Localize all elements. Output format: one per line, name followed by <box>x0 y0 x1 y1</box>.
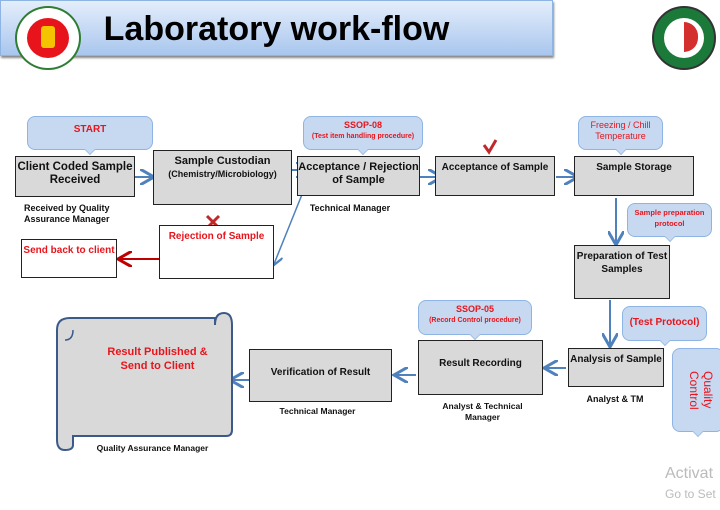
box-analysis: Analysis of Sample <box>568 348 664 387</box>
page-title: Laboratory work-flow <box>0 0 553 56</box>
box-send-back: Send back to client <box>21 239 117 278</box>
watermark-line1: Activat <box>665 465 714 482</box>
box-preparation: Preparation of Test Samples <box>574 245 670 299</box>
label-recording: Analyst & Technical Manager <box>442 401 523 422</box>
custodian-title: Sample Custodian <box>174 155 271 167</box>
label-client: Received by Quality Assurance Manager <box>24 203 110 224</box>
quality-control-text: Quality Control <box>687 370 715 410</box>
callout-freezing: Freezing / Chill Temperature <box>578 116 663 150</box>
label-published: Quality Assurance Manager <box>96 443 209 453</box>
arrow <box>274 191 304 264</box>
check-icon <box>482 139 498 155</box>
ssop05-sub: (Record Control procedure) <box>429 317 521 324</box>
right-logo <box>652 6 716 70</box>
box-sample-custodian: Sample Custodian (Chemistry/Microbiology) <box>153 150 292 205</box>
callout-prep-protocol: Sample preparation protocol <box>627 203 712 237</box>
callout-ssop08: SSOP-08 (Test item handling procedure) <box>303 116 423 150</box>
callout-test-protocol: (Test Protocol) <box>622 306 707 341</box>
box-rejection: Rejection of Sample <box>159 225 274 279</box>
watermark-line2: Go to Set <box>665 487 716 501</box>
callout-start: START <box>27 116 153 150</box>
ssop08-sub: (Test item handling procedure) <box>311 133 415 140</box>
box-result-recording: Result Recording <box>418 340 543 395</box>
ssop05-title: SSOP-05 <box>455 304 495 314</box>
box-client-coded-sample: Client Coded Sample Received <box>15 156 135 197</box>
callout-quality-control: Quality Control <box>672 348 720 432</box>
ssop08-title: SSOP-08 <box>343 120 383 130</box>
box-verification: Verification of Result <box>249 349 392 402</box>
box-acceptance: Acceptance of Sample <box>435 156 555 196</box>
left-logo <box>15 6 81 70</box>
label-accept-reject: Technical Manager <box>309 203 391 213</box>
custodian-sub: (Chemistry/Microbiology) <box>168 169 277 179</box>
box-acceptance-rejection: Acceptance / Rejection of Sample <box>297 156 420 196</box>
label-verification: Technical Manager <box>279 406 356 416</box>
activation-watermark: Activat Go to Set <box>665 464 716 504</box>
callout-ssop05: SSOP-05 (Record Control procedure) <box>418 300 532 335</box>
scroll-shape <box>56 311 233 452</box>
box-sample-storage: Sample Storage <box>574 156 694 196</box>
label-analysis: Analyst & TM <box>586 394 644 404</box>
result-published-text: Result Published & Send to Client <box>107 346 208 372</box>
